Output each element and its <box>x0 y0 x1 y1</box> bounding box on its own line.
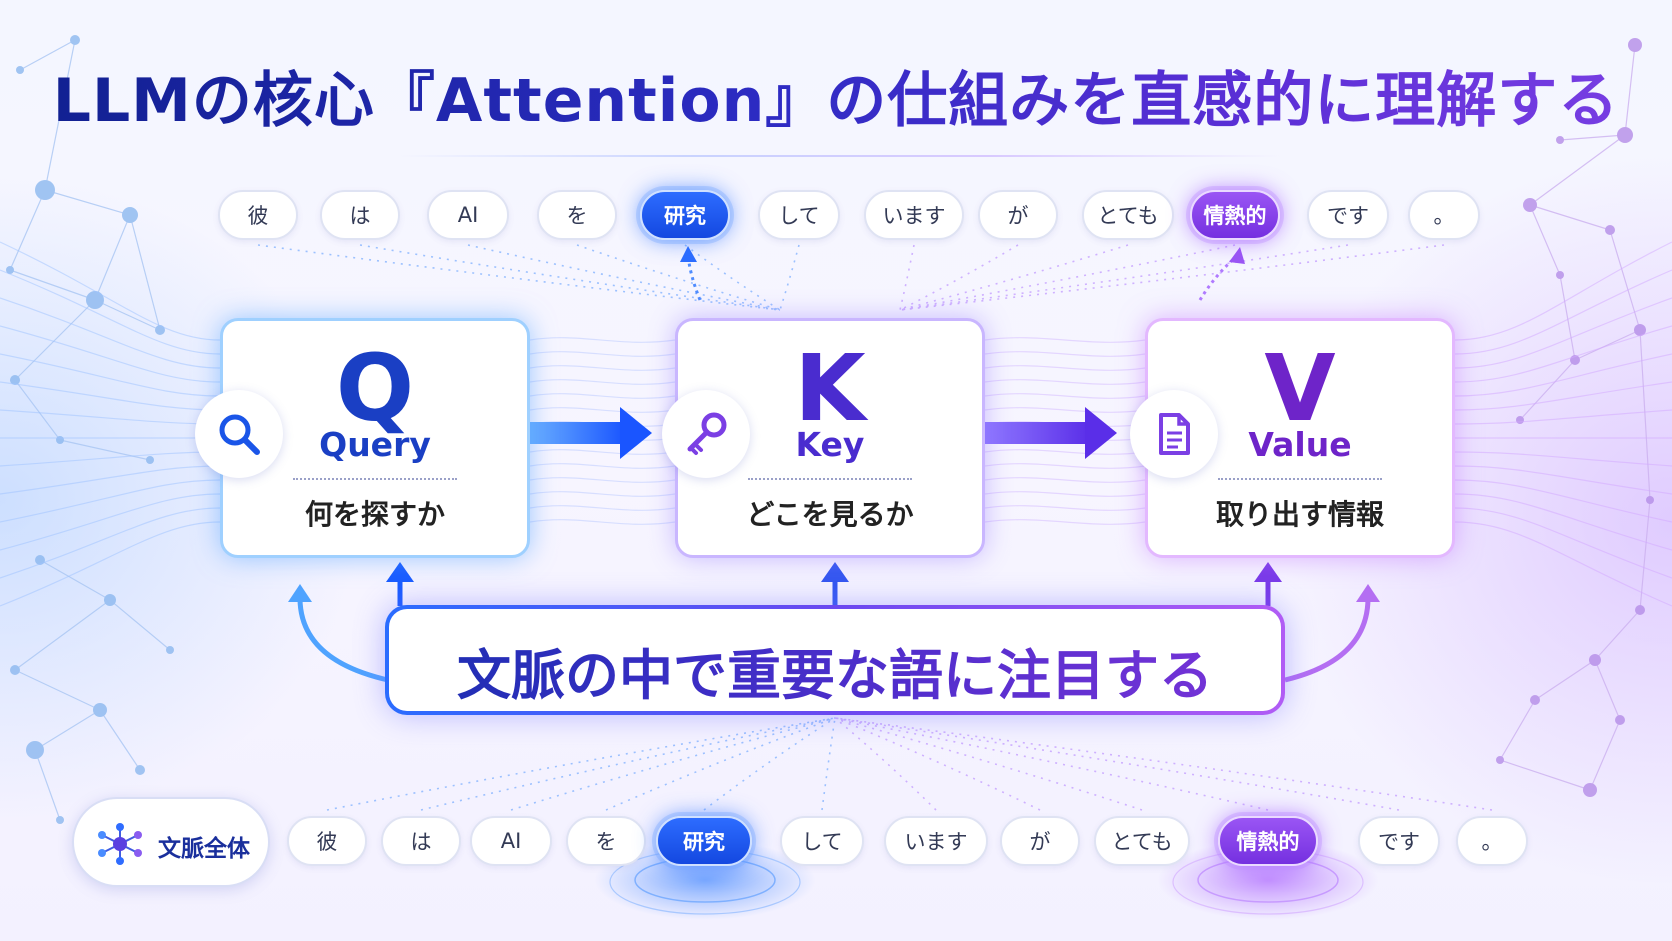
bottom-token: 研究 <box>656 816 752 866</box>
arrow-q-to-k <box>525 407 652 459</box>
query-description: 何を探すか <box>304 498 445 531</box>
token-pointer-arrows <box>680 246 1245 301</box>
bottom-token: して <box>780 816 864 866</box>
document-icon <box>1130 390 1218 478</box>
query-divider <box>293 478 457 480</box>
search-icon <box>195 390 283 478</box>
top-token: が <box>978 190 1058 240</box>
context-label: 文脈全体 <box>158 836 250 862</box>
top-token: 彼 <box>218 190 298 240</box>
value-letter: V <box>1264 335 1336 442</box>
top-token: 情熱的 <box>1190 190 1280 240</box>
key-divider <box>748 478 912 480</box>
banner-text: 文脈の中で重要な語に注目する <box>389 631 1281 710</box>
top-token: 。 <box>1408 190 1480 240</box>
top-token: は <box>320 190 400 240</box>
bottom-token: は <box>381 816 461 866</box>
top-token: AI <box>427 190 509 240</box>
arrow-k-to-v <box>985 407 1117 459</box>
key-icon <box>662 390 750 478</box>
key-word: Key <box>795 425 865 464</box>
network-icon <box>98 823 142 865</box>
ripple-glow-blue <box>595 840 815 920</box>
value-divider <box>1218 478 1382 480</box>
top-token: います <box>864 190 964 240</box>
bottom-token: とても <box>1094 816 1190 866</box>
value-word: Value <box>1248 425 1352 464</box>
top-token: を <box>537 190 617 240</box>
context-badge: 文脈全体 <box>72 797 270 887</box>
bottom-token: 。 <box>1456 816 1528 866</box>
bottom-token: 彼 <box>287 816 367 866</box>
top-token: して <box>758 190 840 240</box>
bottom-token: います <box>884 816 988 866</box>
query-word: Query <box>319 425 431 464</box>
banner-arrows <box>288 562 1380 683</box>
key-description: どこを見るか <box>746 498 914 531</box>
key-letter: K <box>794 335 866 442</box>
bottom-token: です <box>1358 816 1440 866</box>
value-description: 取り出す情報 <box>1215 498 1384 531</box>
top-token: です <box>1307 190 1389 240</box>
bottom-token: AI <box>470 816 552 866</box>
key-card: K Key どこを見るか <box>675 318 985 558</box>
page-title: LLMの核心『Attention』の仕組みを直感的に理解する <box>0 52 1672 139</box>
bottom-token: を <box>566 816 646 866</box>
bottom-token: 情熱的 <box>1218 816 1318 866</box>
top-token: とても <box>1082 190 1174 240</box>
bottom-token: が <box>1000 816 1080 866</box>
query-letter: Q <box>335 335 415 442</box>
attention-banner: 文脈の中で重要な語に注目する <box>385 605 1285 715</box>
top-token: 研究 <box>640 190 730 240</box>
title-divider <box>400 155 1280 157</box>
